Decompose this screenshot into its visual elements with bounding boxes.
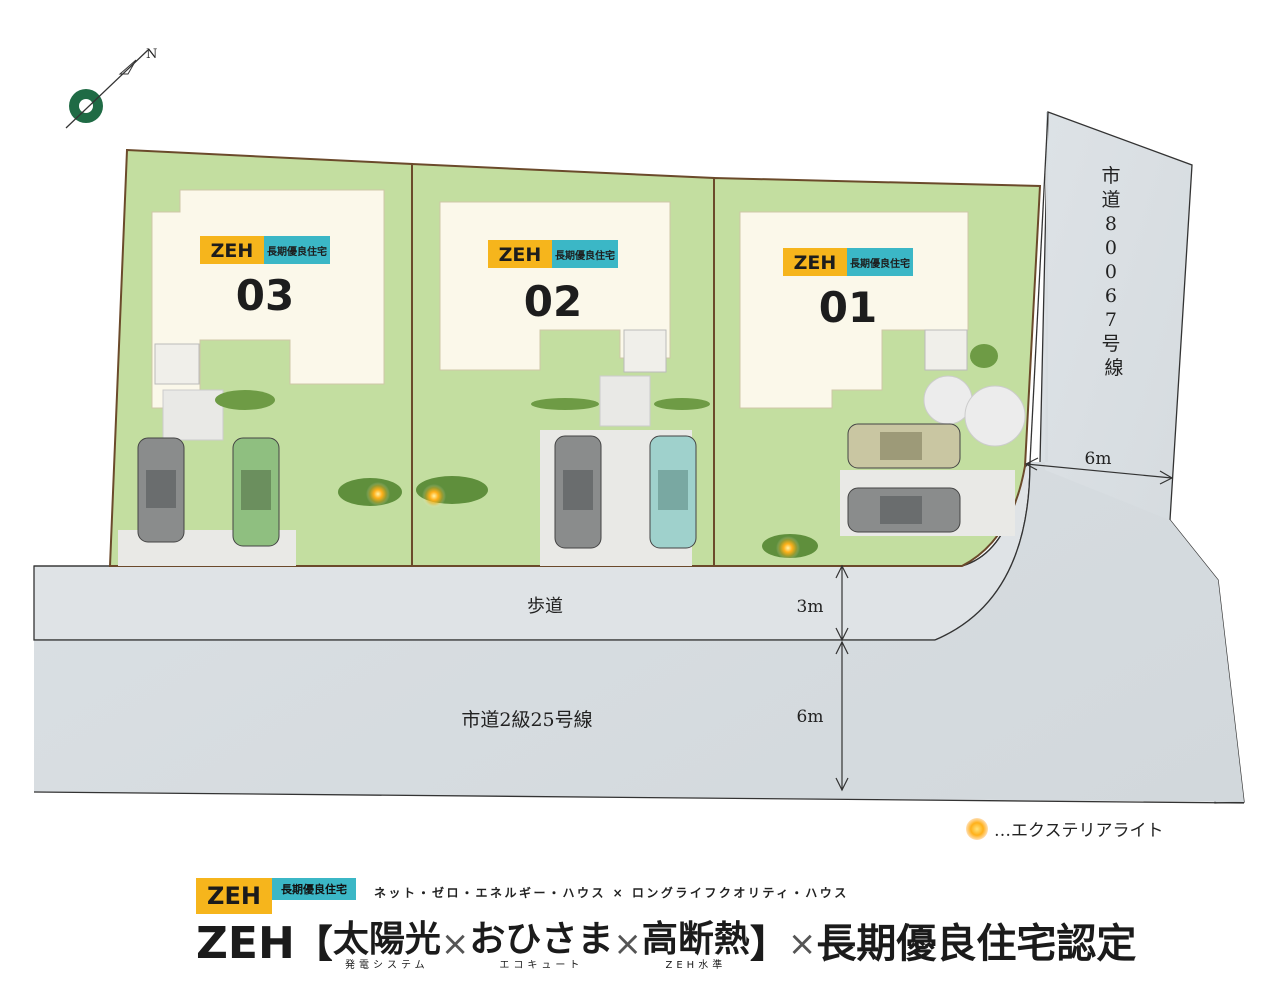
footer-choki-badge: 長期優良住宅 <box>272 878 356 900</box>
main-road-width-dimension: 6m <box>797 640 849 792</box>
footer-item-ecocute: おひさま エコキュート <box>469 920 613 972</box>
sidewalk-width-dimension: 3m <box>797 564 849 642</box>
footer-item-solar-title: 太陽光 <box>332 919 441 960</box>
lot-01: ZEH 長期優良住宅 01 <box>713 176 1042 567</box>
footer-item-ecocute-sub: エコキュート <box>499 960 584 971</box>
main-road-name: 市道2級25号線 <box>461 709 592 731</box>
footer-certification: 長期優良住宅認定 <box>816 921 1137 967</box>
footer-tagline: ネット・ゼロ・エネルギー・ハウス × ロングライフクオリティ・ハウス <box>374 885 849 900</box>
footer-item-ecocute-title: おひさま <box>469 919 614 960</box>
lot-01-zeh-badge: ZEH <box>794 252 837 274</box>
footer-item-solar: 太陽光 発電システム <box>333 920 441 972</box>
lot-01-number: 01 <box>819 283 877 332</box>
lot-02-number: 02 <box>524 277 582 326</box>
footer-cross-1: × <box>440 924 470 964</box>
legend-text: …エクステリアライト <box>994 821 1164 841</box>
exterior-light-icon <box>966 817 988 840</box>
lot-02-zeh-badge: ZEH <box>499 244 542 266</box>
lot-02-choki-badge: 長期優良住宅 <box>555 249 615 262</box>
lot-03: ZEH 長期優良住宅 03 <box>108 148 413 567</box>
compass: N <box>65 47 157 129</box>
lot-03-number: 03 <box>236 271 294 320</box>
footer-zeh-badge: ZEH <box>196 878 272 914</box>
footer-cross-2: × <box>613 924 642 964</box>
side-road-width-dimension: 6m <box>1024 449 1174 485</box>
lot-01-choki-badge: 長期優良住宅 <box>850 257 910 270</box>
legend: …エクステリアライト <box>966 816 1164 841</box>
footer-item-insulation: 高断熱 ZEH水準 <box>642 920 750 972</box>
side-road-width: 6m <box>1085 449 1112 469</box>
footer-item-insulation-title: 高断熱 <box>641 919 750 960</box>
lot-02: ZEH 長期優良住宅 02 <box>411 162 715 567</box>
sidewalk-label: 歩道 <box>527 596 563 617</box>
sidewalk-width: 3m <box>797 597 824 617</box>
compass-north-label: N <box>146 47 157 62</box>
lot-03-choki-badge: 長期優良住宅 <box>267 245 327 258</box>
footer-zeh-word: ZEH <box>196 918 295 969</box>
footer-banner: ZEH 長期優良住宅 ネット・ゼロ・エネルギー・ハウス × ロングライフクオリテ… <box>196 878 1136 988</box>
footer-open-bracket: 【 <box>294 922 333 966</box>
footer-cross-3: × <box>787 924 817 964</box>
footer-item-solar-sub: 発電システム <box>344 960 429 971</box>
side-road-name: 市 道 8 0 0 6 7 号 線 <box>1101 165 1126 379</box>
footer-item-insulation-sub: ZEH水準 <box>665 960 727 971</box>
lot-03-zeh-badge: ZEH <box>211 240 254 262</box>
footer-close-bracket: 】 <box>749 922 788 966</box>
main-road-width: 6m <box>797 707 824 727</box>
